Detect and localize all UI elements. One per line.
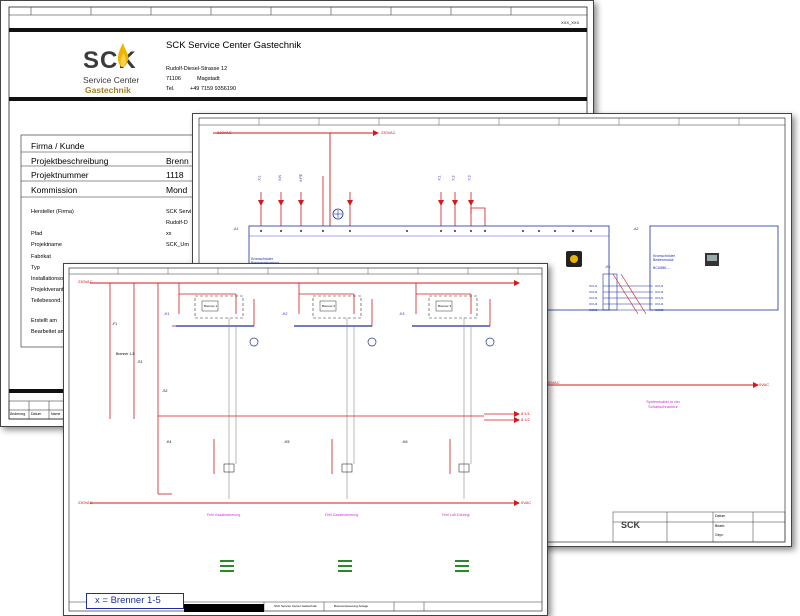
relay-tag: -K1 — [605, 265, 611, 269]
group-caption: Fehl Gasabsicherung — [325, 513, 359, 517]
contact-label: -K2 — [282, 312, 288, 316]
left-label: -S1 — [137, 360, 143, 364]
logo-line-2: Gastechnik — [85, 85, 131, 95]
hours-label: Brenner 2 — [322, 304, 336, 308]
corner-tag: XXX_XXX — [561, 20, 580, 25]
field-label: Firma / Kunde — [31, 141, 85, 151]
small-field-value: SCK_Um — [166, 242, 189, 248]
group-caption: Fehl Gasabsicherung — [207, 513, 241, 517]
port-label-right: OCU2 — [655, 290, 664, 294]
connector-label: X:1 — [437, 175, 442, 181]
bottom-supply-label: 230VAC — [545, 380, 560, 385]
port-label-right: OCU1 — [655, 284, 664, 288]
small-field-label: Fabrikat — [31, 254, 51, 260]
small-field-label: Teilebesond. — [31, 298, 62, 304]
tel-label: Tel. — [166, 86, 175, 92]
title-logo: SCK — [621, 520, 641, 530]
title-cell: Gepr. — [715, 533, 724, 537]
edited-label: Bearbeitet am — [31, 329, 66, 335]
legend-box: x = Brenner 1-5 — [86, 593, 184, 609]
supply-top-label: 230VAC — [78, 279, 93, 284]
small-field-label: Installationsort — [31, 276, 67, 282]
legend-text: x = Brenner 1-5 — [95, 595, 161, 606]
module-model: BCU580-... — [653, 266, 671, 270]
footer-cell: Datum — [31, 412, 42, 416]
schematic-1-drawing — [68, 267, 543, 612]
small-field-label: Hersteller (Firma) — [31, 209, 74, 215]
port-label-right: OCU4 — [655, 302, 664, 306]
flame-icon — [117, 43, 129, 67]
port-label: OCU2 — [589, 290, 598, 294]
connector-label: X:2 — [451, 175, 456, 181]
field-label: Kommission — [31, 185, 78, 195]
signal-tag: 8.1/1 — [521, 411, 530, 416]
port-label: OCU4 — [589, 302, 598, 306]
company-city: Magstadt — [197, 76, 220, 82]
contact-label: -K5 — [284, 440, 290, 444]
hours-label: Brenner 3 — [438, 304, 452, 308]
signal-tag: 8.1/2 — [521, 417, 530, 422]
field-label: Projektbeschreibung — [31, 156, 109, 166]
module-name: Kromschröder Bedienmodul — [653, 254, 675, 262]
cabinet-note: Systemkabel in der Schaltschranktür — [645, 399, 680, 409]
left-label: -F1 — [112, 322, 118, 326]
port-label-right: OCU5 — [655, 308, 664, 312]
left-label: Brenner 1-5 — [116, 352, 135, 356]
field-label: Projektnummer — [31, 170, 89, 180]
connector-label: X:3 — [467, 175, 472, 181]
legend-overlay — [184, 604, 264, 612]
small-field-value: Rudolf-D — [166, 220, 188, 226]
connector-label: X:N — [277, 175, 282, 181]
company-street: Rudolf-Diesel-Strasse 12 — [166, 66, 228, 72]
module-tag: -A1 — [233, 227, 239, 231]
contact-label: -K1 — [164, 312, 170, 316]
port-label: OCU5 — [589, 308, 598, 312]
port-label: OCU1 — [589, 284, 598, 288]
small-field-label: Typ — [31, 265, 40, 271]
supply-bottom-label: 230VAC — [78, 500, 93, 505]
module-tag: -A2 — [633, 227, 639, 231]
supply-label-right: 230VAC — [381, 130, 396, 135]
hours-label: Brenner 1 — [204, 304, 218, 308]
tel-number: +49 7159 9356190 — [190, 86, 237, 92]
supply-label: 230VAC — [217, 130, 232, 135]
field-value: Brenn — [166, 156, 189, 166]
port-label: OCU3 — [589, 296, 598, 300]
left-label: -S2 — [162, 389, 168, 393]
footer-cell: Name — [51, 412, 61, 416]
small-field-label: Projektname — [31, 242, 62, 248]
connector-label: X:PE — [298, 174, 303, 182]
bottom-supply-right: 0VAC — [759, 382, 770, 387]
small-field-label: Projektverantw. — [31, 287, 69, 293]
schematic-sheet-1: 230VAC -F1 Brenner 1-5 -S1 -S2 -K1 -K2 -… — [63, 263, 548, 616]
contact-label: -K3 — [399, 312, 405, 316]
small-field-value: SCK Servi — [166, 209, 192, 215]
company-name: SCK Service Center Gastechnik — [166, 40, 302, 51]
title-cell: SCK Service Center Gastechnik — [274, 604, 317, 608]
title-cell: Bearb. — [715, 524, 726, 528]
connector-label: X:L — [257, 175, 262, 181]
title-cell: Datum — [715, 514, 726, 518]
field-value: Mond — [166, 185, 188, 195]
field-value: 1118 — [166, 170, 184, 180]
created-label: Erstellt am — [31, 318, 57, 324]
port-label-right: OCU3 — [655, 296, 664, 300]
company-zip: 71106 — [166, 76, 181, 82]
footer-cell: Änderung — [10, 412, 26, 416]
sck-logo: SCK Service Center Gastechnik — [83, 39, 145, 95]
small-field-value: xx — [166, 231, 172, 237]
logo-line-1: Service Center — [83, 75, 140, 85]
contact-label: -K6 — [402, 440, 408, 444]
small-field-label: Pfad — [31, 231, 43, 237]
title-cell: Brennersteuerung Anlage — [334, 604, 369, 608]
group-caption: Fehl Luft Zufuhrgl. — [442, 513, 471, 517]
supply-bottom-right: 0VAC — [521, 500, 532, 505]
contact-label: -K4 — [166, 440, 172, 444]
